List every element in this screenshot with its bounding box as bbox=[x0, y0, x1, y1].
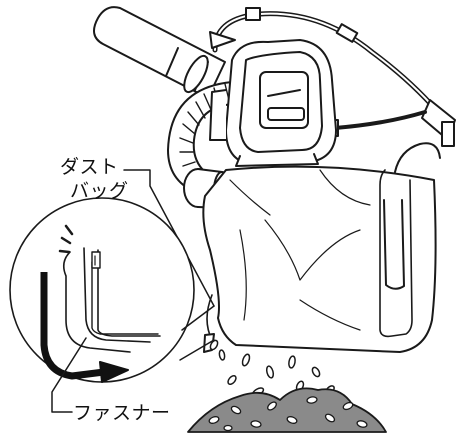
blower-body bbox=[210, 40, 336, 166]
zipper-detail-circle bbox=[10, 198, 214, 382]
debris-pile bbox=[188, 388, 386, 432]
dust-bag-label-line1: ダスト bbox=[60, 156, 119, 178]
zipper-label: ファスナー bbox=[73, 402, 171, 424]
dust-bag bbox=[203, 143, 440, 352]
dust-bag-label-line2: バッグ bbox=[70, 180, 129, 202]
nozzle-pipe bbox=[94, 7, 225, 98]
